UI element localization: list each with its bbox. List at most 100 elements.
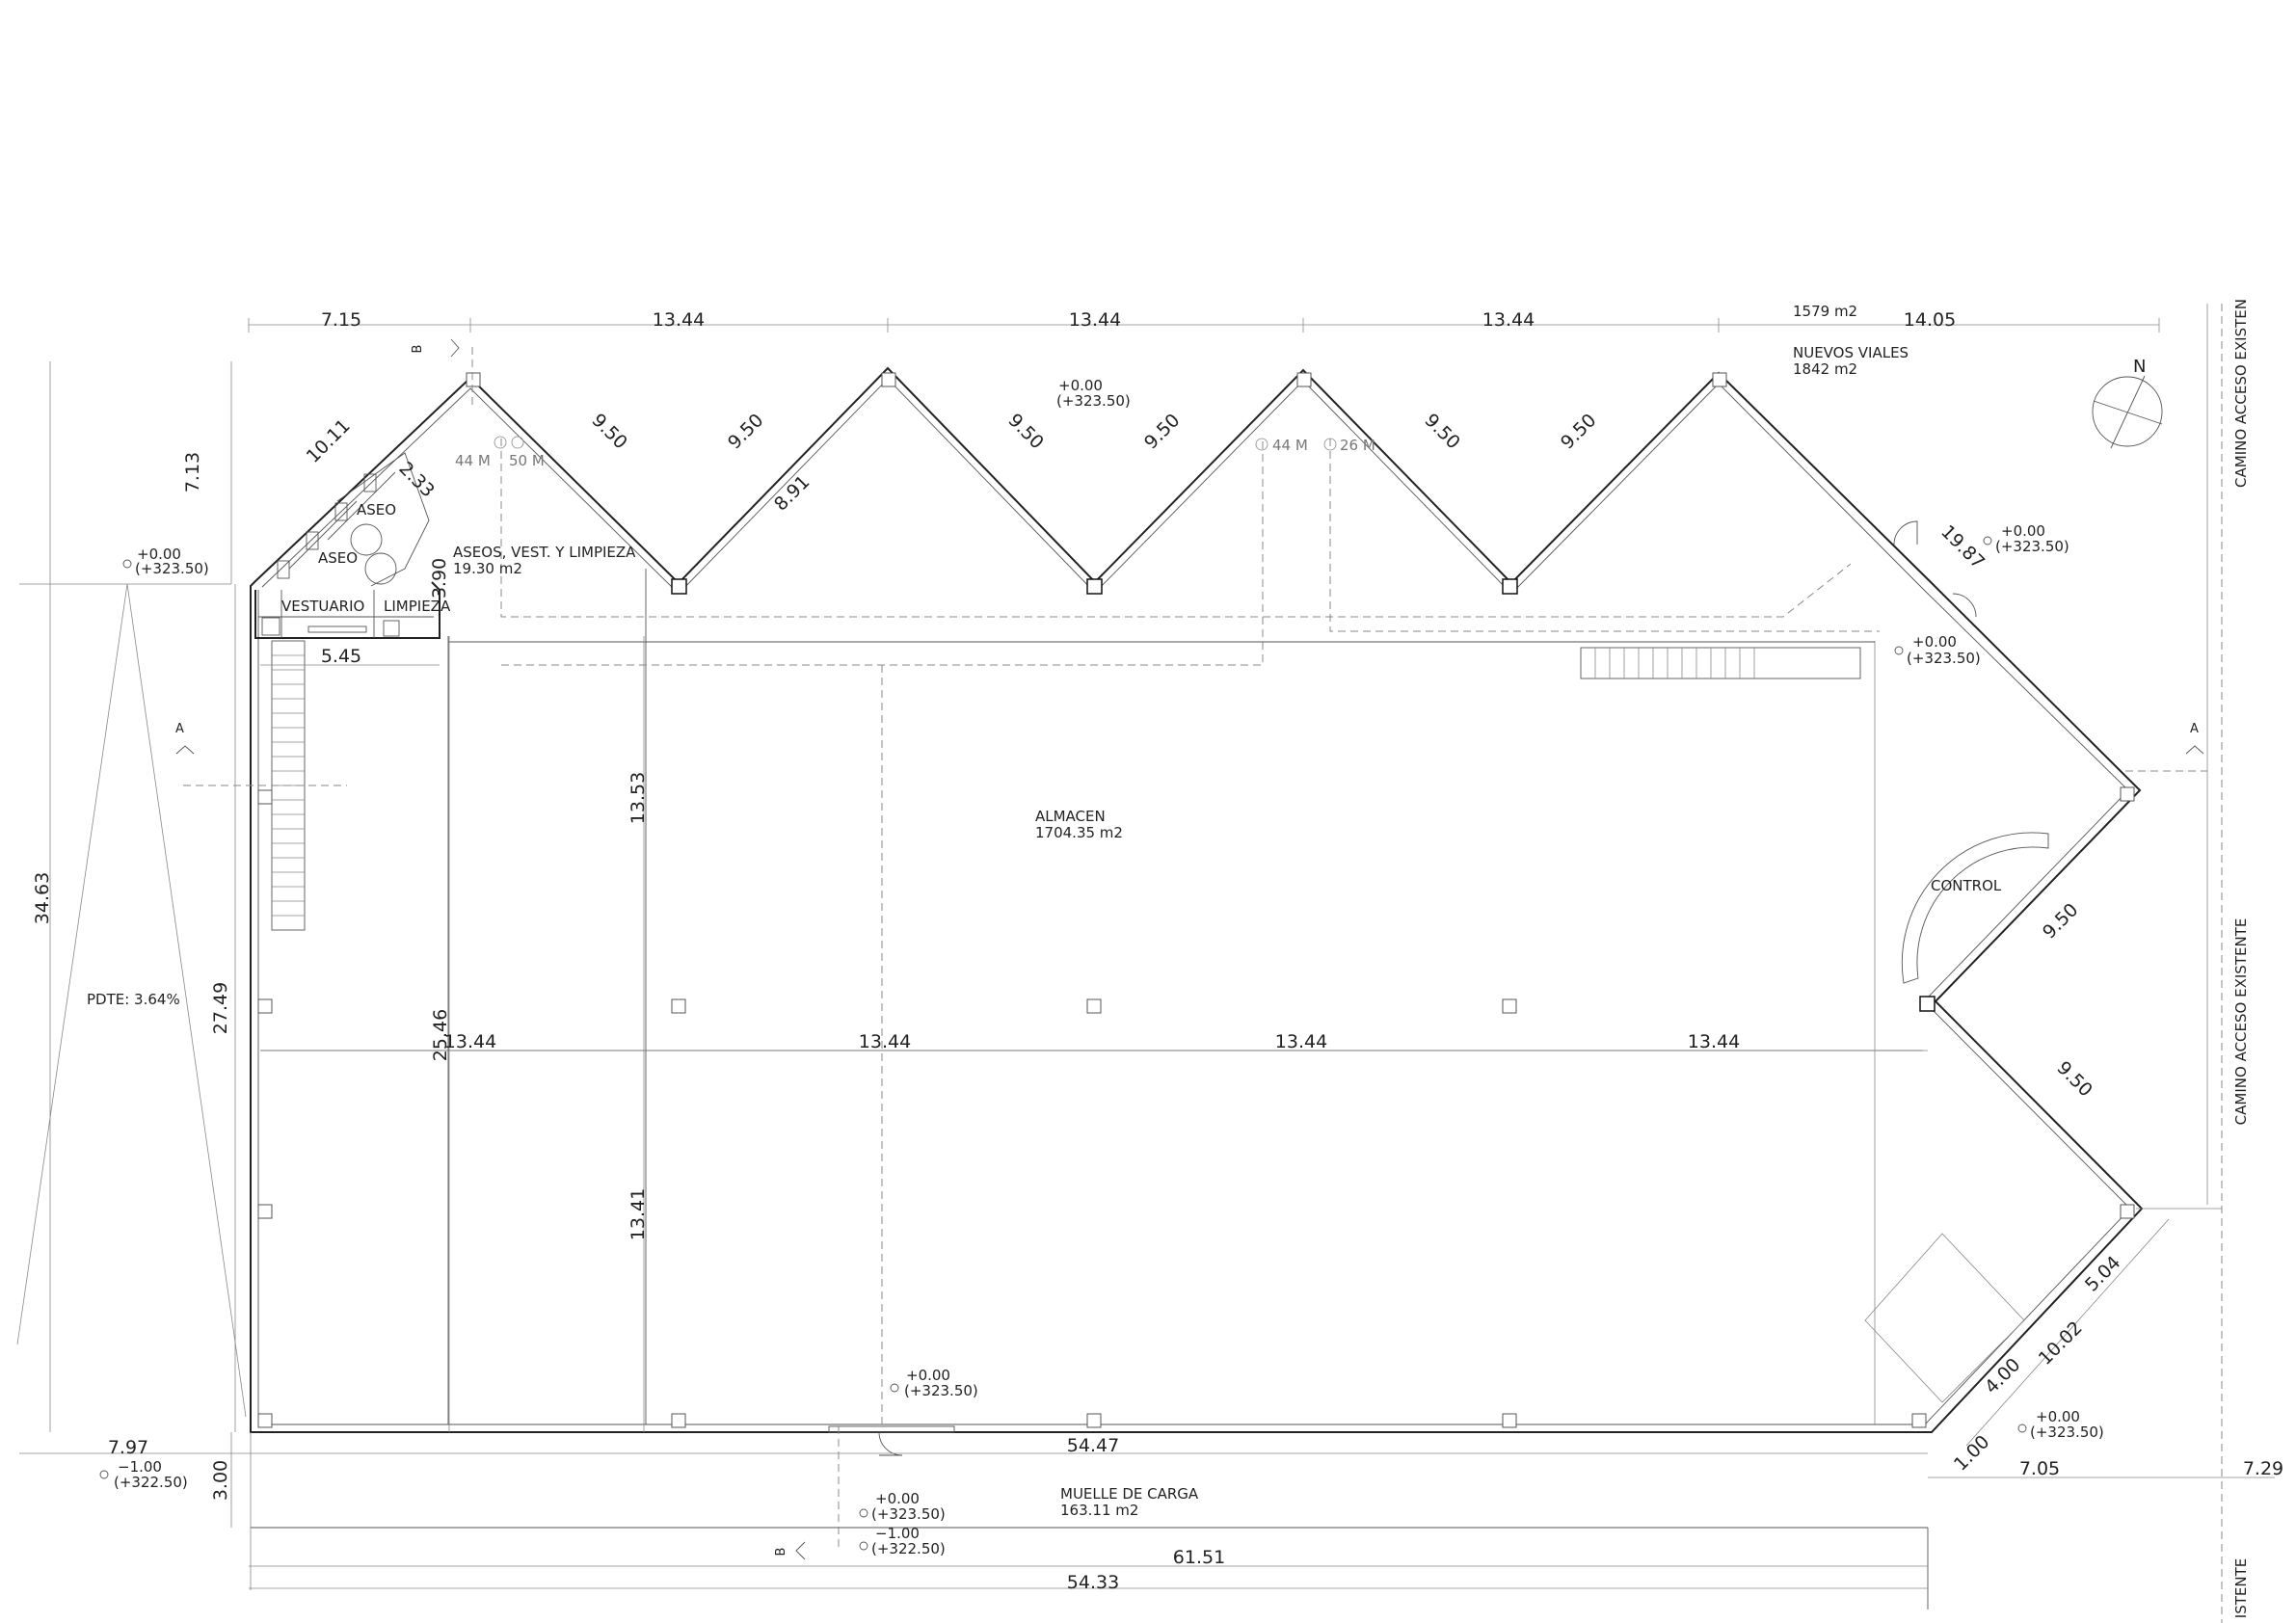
dim-13.44: 13.44 — [1275, 1031, 1327, 1052]
column — [257, 789, 273, 805]
dim-13.44: 13.44 — [444, 1031, 496, 1052]
dim-1.00: 1.00 — [1950, 1431, 1993, 1475]
column — [671, 1413, 686, 1428]
dim-13.44: 13.44 — [859, 1031, 911, 1052]
aseos-area: 19.30 m2 — [453, 560, 522, 577]
level-value: +0.00 — [137, 545, 181, 563]
control-label: CONTROL — [1931, 877, 2002, 894]
level-marker-symbols — [99, 536, 2027, 1551]
dim-5.04: 5.04 — [2081, 1252, 2124, 1295]
nuevos-viales-label: NUEVOS VIALES — [1793, 344, 1909, 361]
dim-13.44: 13.44 — [1688, 1031, 1740, 1052]
dim-34.63: 34.63 — [32, 872, 53, 924]
column — [466, 372, 481, 387]
loading-dock-ramp — [1864, 1233, 2025, 1403]
level-labels: +0.00 (+323.50) +0.00 (+323.50) +0.00 (+… — [114, 377, 2104, 1557]
muelle-label: MUELLE DE CARGA — [1060, 1485, 1199, 1503]
slope-triangle — [16, 583, 247, 1418]
level-value: +0.00 — [2001, 522, 2045, 540]
dim-13.44: 13.44 — [1069, 309, 1121, 331]
dim-10.02: 10.02 — [2035, 1317, 2087, 1370]
level-value: (+323.50) — [871, 1505, 946, 1523]
access-road-boundary — [2206, 304, 2223, 1623]
access-road-label: ISTENTE — [2232, 1558, 2250, 1618]
dim-9.50: 9.50 — [588, 410, 631, 453]
dim-5.45: 5.45 — [321, 646, 361, 667]
level-value: +0.00 — [906, 1367, 950, 1384]
vestuario-label: VESTUARIO — [281, 598, 364, 615]
dim-27.49: 27.49 — [210, 982, 231, 1034]
north-label: N — [2133, 357, 2146, 377]
dim-9.50: 9.50 — [1004, 410, 1048, 453]
dim-9.50: 9.50 — [1421, 410, 1464, 453]
level-value: (+322.50) — [114, 1474, 188, 1491]
dim-9.50: 9.50 — [724, 410, 767, 453]
column — [881, 372, 896, 387]
column — [1086, 998, 1102, 1014]
light-pole-label: 44 M — [455, 452, 491, 469]
column — [671, 578, 687, 595]
structural-columns — [257, 372, 2135, 1428]
room-labels: 1579 m2 NUEVOS VIALES 1842 m2 ASEOS, VES… — [87, 299, 2250, 1618]
aseos-title: ASEOS, VEST. Y LIMPIEZA — [453, 544, 636, 561]
section-a-label: A — [2190, 722, 2199, 736]
column — [257, 1413, 273, 1428]
doors — [828, 520, 1977, 1456]
level-value: (+323.50) — [1907, 650, 1981, 667]
level-value: (+323.50) — [2030, 1423, 2104, 1441]
north-zigzag-wall-inner — [257, 378, 2131, 1425]
column — [2120, 1204, 2135, 1219]
level-value: (+323.50) — [904, 1382, 978, 1399]
column — [671, 998, 686, 1014]
control-desk-arc — [1901, 832, 2049, 984]
dim-25.46: 25.46 — [430, 1009, 451, 1061]
aseo-label: ASEO — [318, 549, 358, 567]
dim-9.50: 9.50 — [1557, 410, 1600, 453]
access-road-label: CAMINO ACCESO EXISTENTE — [2232, 918, 2250, 1126]
column — [257, 1204, 273, 1219]
column — [1502, 1413, 1517, 1428]
level-value: (+323.50) — [135, 560, 209, 577]
level-value: +0.00 — [875, 1490, 920, 1507]
dim-61.51: 61.51 — [1173, 1547, 1225, 1568]
section-a-label: A — [175, 722, 184, 736]
north-zigzag-wall — [250, 366, 2144, 1433]
column — [1712, 372, 1727, 387]
dim-9.50: 9.50 — [1140, 410, 1184, 453]
loading-dock — [250, 1432, 1929, 1610]
toilet-block — [254, 452, 441, 639]
column — [1502, 578, 1518, 595]
level-value: (+323.50) — [1995, 538, 2069, 555]
level-value: (+322.50) — [871, 1540, 946, 1557]
dim-54.33: 54.33 — [1067, 1572, 1119, 1593]
level-value: (+323.50) — [1056, 392, 1131, 410]
column — [1086, 578, 1103, 595]
dim-13.44: 13.44 — [1482, 309, 1535, 331]
area-1579-label: 1579 m2 — [1793, 303, 1857, 320]
column — [1086, 1413, 1102, 1428]
dim-4.00: 4.00 — [1981, 1354, 2024, 1397]
dim-3.90: 3.90 — [429, 558, 450, 599]
section-markers — [175, 338, 2207, 1560]
section-b-label: B — [411, 345, 425, 354]
column — [1911, 1413, 1927, 1428]
light-poles — [494, 436, 1337, 451]
muelle-area: 163.11 m2 — [1060, 1502, 1138, 1519]
dim-9.50: 9.50 — [2053, 1057, 2096, 1101]
dim-14.05: 14.05 — [1904, 309, 1956, 331]
dim-13.44: 13.44 — [653, 309, 705, 331]
building-walls — [250, 366, 2144, 1433]
level-value: +0.00 — [2036, 1408, 2080, 1425]
column — [2120, 786, 2135, 802]
section-b-label: B — [774, 1548, 788, 1556]
column — [1919, 996, 1936, 1012]
almacen-area: 1704.35 m2 — [1035, 824, 1123, 841]
access-road-label: CAMINO ACCESO EXISTEN — [2232, 299, 2250, 488]
level-value: −1.00 — [875, 1525, 920, 1542]
light-pole-label: 26 M — [1340, 437, 1375, 454]
dim-7.15: 7.15 — [321, 309, 361, 331]
column — [257, 998, 273, 1014]
dim-9.50: 9.50 — [2039, 899, 2082, 943]
